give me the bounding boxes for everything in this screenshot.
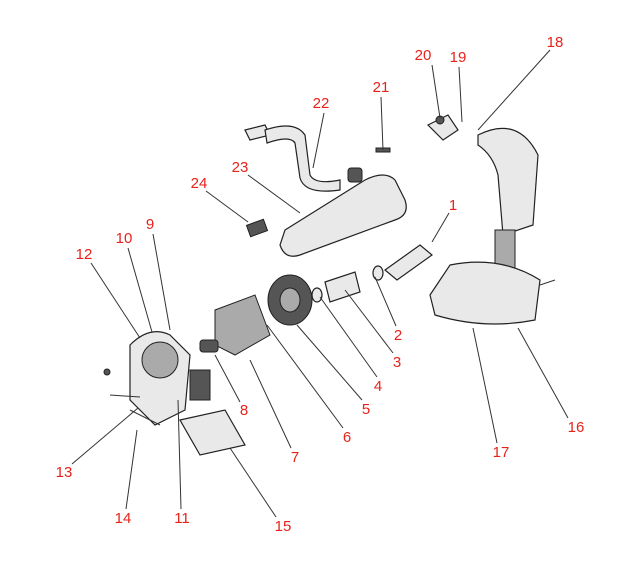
label-19: 19 (450, 49, 467, 66)
leader-16 (517, 327, 569, 419)
label-11: 11 (174, 510, 190, 527)
label-15: 15 (275, 518, 292, 535)
leader-18 (477, 49, 551, 131)
leader-lines (71, 49, 569, 518)
leader-3 (344, 289, 394, 354)
muffler-assembly (426, 114, 556, 325)
leader-2 (374, 276, 397, 327)
label-16: 16 (568, 419, 585, 436)
leader-5 (296, 324, 363, 401)
label-5: 5 (362, 401, 370, 418)
air-filter (267, 274, 313, 326)
label-18: 18 (547, 34, 564, 51)
heat-exchanger-manifold (245, 147, 407, 257)
label-7: 7 (291, 449, 299, 466)
label-17: 17 (493, 444, 510, 461)
exhaust-pipe-upper (244, 124, 363, 192)
label-3: 3 (393, 354, 401, 371)
leader-11 (177, 399, 182, 510)
label-20: 20 (415, 47, 432, 64)
label-12: 12 (76, 246, 93, 263)
leader-10 (127, 247, 153, 333)
leader-12 (90, 262, 141, 339)
leader-7 (249, 359, 292, 449)
carburetor (199, 294, 271, 356)
leader-6 (266, 324, 344, 429)
label-24: 24 (191, 175, 208, 192)
label-4: 4 (374, 378, 382, 395)
leader-17 (472, 327, 498, 444)
label-2: 2 (394, 327, 402, 344)
leader-14 (125, 429, 138, 510)
part-labels: 1 2 3 4 5 6 7 8 9 10 11 12 13 14 15 16 1… (56, 34, 585, 535)
label-21: 21 (373, 79, 390, 96)
leader-21 (380, 96, 384, 151)
label-8: 8 (240, 402, 248, 419)
label-23: 23 (232, 159, 249, 176)
label-14: 14 (115, 510, 132, 527)
leader-1 (431, 212, 450, 243)
label-1: 1 (449, 197, 457, 214)
leader-24 (205, 190, 249, 223)
leader-9 (152, 233, 171, 331)
label-10: 10 (116, 230, 133, 247)
leader-4 (319, 296, 378, 378)
label-13: 13 (56, 464, 73, 481)
leader-23 (247, 174, 301, 214)
leader-15 (229, 447, 277, 518)
label-22: 22 (313, 95, 330, 112)
intake-pipe (311, 244, 433, 303)
fan-housing (103, 331, 246, 456)
label-6: 6 (343, 429, 351, 446)
label-9: 9 (146, 216, 154, 233)
leader-8 (214, 354, 241, 403)
leader-22 (312, 112, 325, 169)
leader-19 (458, 66, 463, 123)
leader-20 (431, 64, 441, 119)
leader-13 (71, 407, 139, 465)
